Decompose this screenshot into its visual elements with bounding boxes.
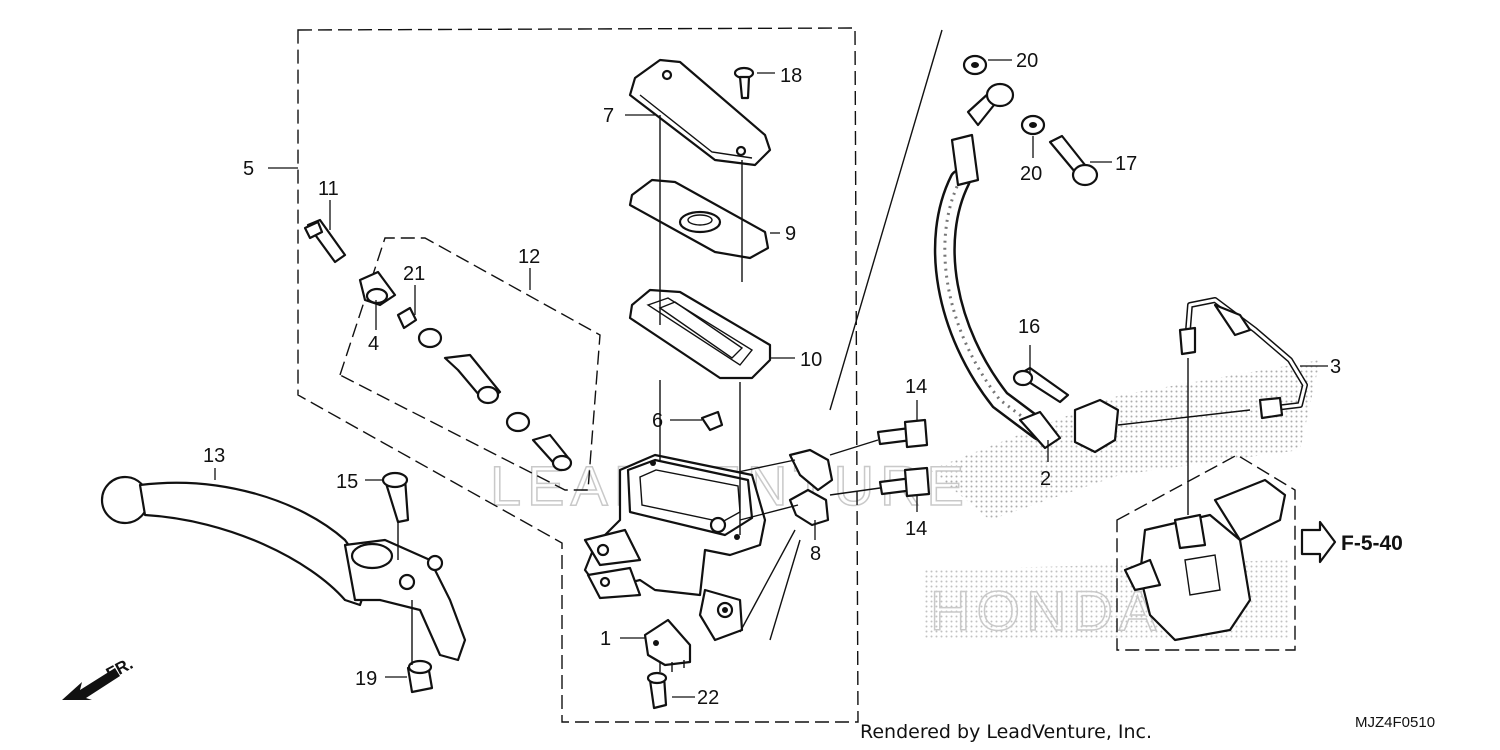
callout-3: 3 (1330, 356, 1341, 378)
brake-hose (933, 82, 1062, 450)
callout-11: 11 (318, 178, 339, 200)
callout-19: 19 (355, 668, 377, 690)
screw-18 (733, 66, 755, 100)
holder-bolt-upper (876, 418, 929, 449)
joint-block (1012, 366, 1120, 454)
assembly-boundary-abs (1116, 454, 1296, 651)
reference-arrow (1300, 520, 1337, 564)
callout-14-lower: 14 (905, 518, 927, 540)
credit-text: Rendered by LeadVenture, Inc. (860, 721, 1152, 743)
callout-18: 18 (780, 65, 802, 87)
sealing-washers (962, 54, 1046, 136)
callout-12: 12 (518, 246, 540, 268)
callout-13: 13 (203, 445, 225, 467)
leader-lines (214, 29, 1328, 698)
clip (700, 410, 724, 432)
callout-7: 7 (603, 105, 614, 127)
assembly-boundary-5 (297, 27, 859, 723)
assembly-boundary-12 (339, 237, 601, 491)
callout-numbers: 1 2 3 4 5 6 7 8 9 10 11 12 13 14 14 15 1… (203, 50, 1341, 709)
banjo-bolt-17 (1048, 134, 1099, 187)
callout-9: 9 (785, 223, 796, 245)
callout-17: 17 (1115, 153, 1137, 175)
callout-8: 8 (810, 543, 821, 565)
handlebar-holder (788, 448, 834, 527)
brake-switch (643, 618, 692, 672)
pivot-bolt-11 (303, 218, 347, 264)
brake-pipe (1178, 297, 1308, 420)
diaphragm (628, 288, 772, 380)
callout-16: 16 (1018, 316, 1040, 338)
callout-6: 6 (652, 410, 663, 432)
brake-lever (100, 475, 467, 662)
callout-10: 10 (800, 349, 822, 371)
callout-21: 21 (403, 263, 425, 285)
piston-kit-parts (358, 270, 573, 472)
screw-22 (646, 671, 668, 710)
callout-22: 22 (697, 687, 719, 709)
callout-20-upper: 20 (1016, 50, 1038, 72)
callout-1: 1 (600, 628, 611, 650)
logo-lettering: HONDA (930, 579, 1162, 642)
pivot-15 (381, 471, 410, 524)
holder-bolt-lower (878, 466, 931, 498)
callout-14-upper: 14 (905, 376, 927, 398)
callout-2: 2 (1040, 468, 1051, 490)
front-direction-arrow (62, 668, 120, 700)
abs-modulator (1123, 478, 1287, 642)
diaphragm-plate (628, 178, 770, 260)
master-cylinder-body (583, 453, 767, 642)
callout-15: 15 (336, 471, 358, 493)
reference-label: F-5-40 (1341, 532, 1403, 555)
diagram-code: MJZ4F0510 (1355, 714, 1435, 731)
reservoir-cover (628, 58, 772, 167)
callout-20-lower: 20 (1020, 163, 1042, 185)
nut-19 (406, 659, 434, 694)
callout-4: 4 (368, 333, 379, 355)
callout-5: 5 (243, 158, 254, 180)
